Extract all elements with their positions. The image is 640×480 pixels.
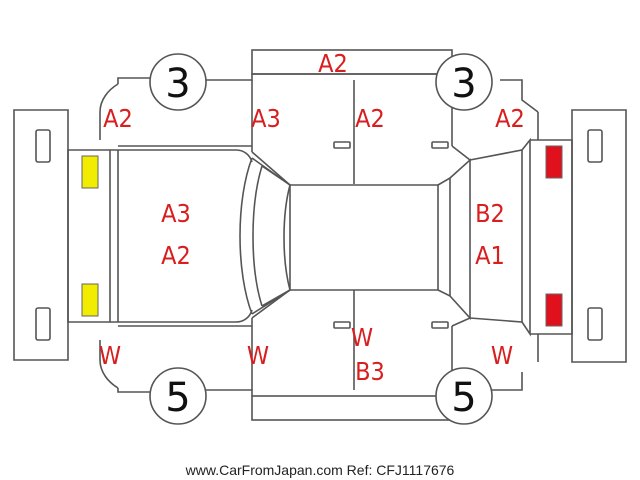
- top-roof-strip: [251, 49, 453, 75]
- code-rear-left-fender: A2: [495, 104, 525, 133]
- code-hood-2: A2: [161, 241, 191, 270]
- code-front-right-fender: W: [99, 341, 121, 370]
- tire-rear-right: 5: [435, 367, 493, 425]
- car-body-top-view: [67, 112, 573, 362]
- tire-front-left: 3: [149, 53, 207, 111]
- front-left-light: [81, 155, 99, 189]
- bottom-roof-strip: [251, 395, 453, 421]
- code-roof-top-edge: A2: [318, 49, 348, 78]
- code-rear-gate-1: B2: [475, 199, 505, 228]
- rear-left-light: [545, 145, 563, 179]
- upper-side-panel: [99, 73, 539, 186]
- code-hood-1: A3: [161, 199, 191, 228]
- footer-reference: www.CarFromJapan.com Ref: CFJ1117676: [185, 462, 455, 478]
- rear-right-light: [545, 293, 563, 327]
- code-rear-gate-2: A1: [475, 241, 505, 270]
- code-left-front-door: A3: [251, 104, 281, 133]
- tire-rear-left: 5: [149, 367, 207, 425]
- code-left-rear-door: A2: [355, 104, 385, 133]
- code-right-rear-door-2: B3: [355, 357, 385, 386]
- tire-rear-right-tread: 5: [451, 375, 476, 421]
- code-right-front-door: W: [247, 341, 269, 370]
- lower-side-panel: [99, 289, 523, 396]
- rear-bumper: [571, 109, 627, 363]
- tire-rear-left-tread: 5: [165, 375, 190, 421]
- code-rear-right-fender: W: [491, 341, 513, 370]
- front-right-light: [81, 283, 99, 317]
- tire-front-right: 3: [435, 53, 493, 111]
- front-bumper: [13, 109, 69, 361]
- tire-front-right-tread: 3: [451, 61, 476, 107]
- code-right-rear-door-1: W: [351, 323, 373, 352]
- code-front-left-fender: A2: [103, 104, 133, 133]
- tire-front-left-tread: 3: [165, 61, 190, 107]
